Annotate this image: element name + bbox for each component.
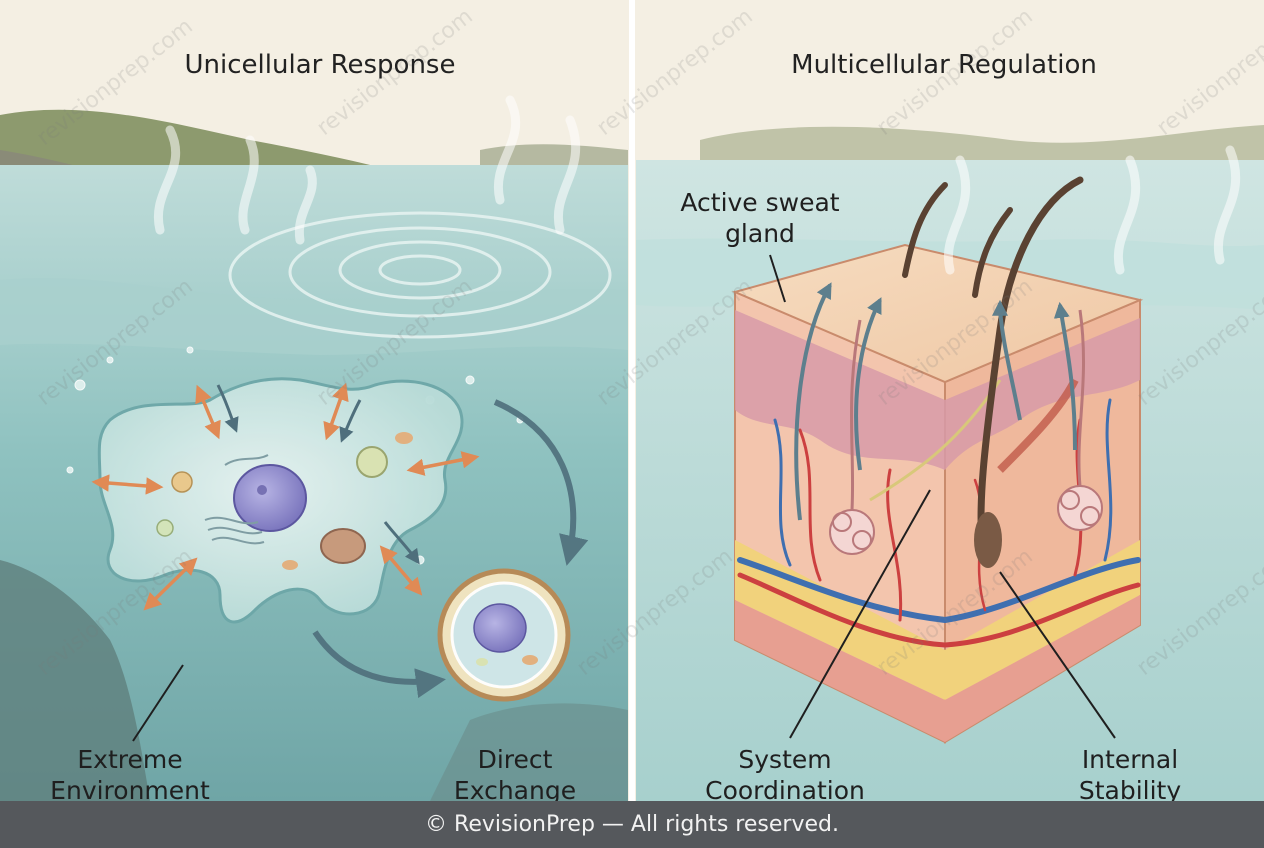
right-scene — [636, 0, 1264, 801]
left-scene — [0, 0, 628, 801]
label-system-coordination: System Coordination — [705, 745, 865, 805]
right-panel-title: Multicellular Regulation — [791, 50, 1097, 80]
left-panel-title: Unicellular Response — [184, 50, 456, 80]
panel-divider — [629, 0, 635, 801]
extreme-environment-pointer — [132, 664, 184, 742]
label-internal-stability: Internal Stability — [1078, 745, 1182, 805]
system-coordination-pointer — [789, 489, 931, 739]
label-active-sweat-gland: Active sweat gland — [680, 188, 840, 248]
sweat-gland-pointer — [769, 254, 786, 303]
label-direct-exchange: Direct Exchange — [453, 745, 577, 805]
copyright-footer: © RevisionPrep — All rights reserved. — [0, 801, 1264, 848]
internal-stability-pointer — [999, 571, 1116, 739]
label-extreme-environment: Extreme Environment — [50, 745, 210, 805]
